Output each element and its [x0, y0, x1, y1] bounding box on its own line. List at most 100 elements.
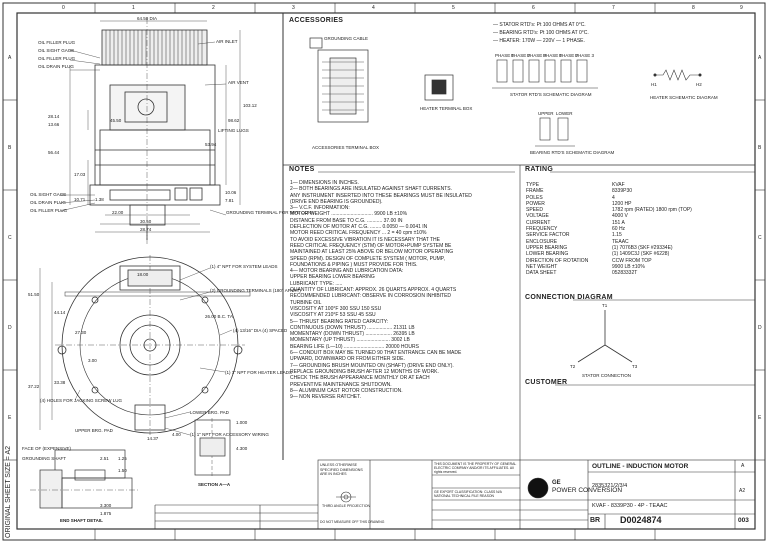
motor-plan-view — [39, 255, 251, 436]
callout-right: (2) GROUNDING TERMINALS (180° APART) — [210, 288, 301, 293]
dim-label: 28.14 — [48, 114, 60, 119]
phase-label: PHASE 3 — [527, 53, 547, 58]
dim-label: 33.38 — [54, 380, 66, 385]
rating-label: ENCLOSURE — [526, 238, 558, 245]
section-a-a-view — [194, 418, 231, 478]
rating-value: KVAF — [612, 182, 625, 188]
note-line: TO AVOID EXCESSIVE VIBRATION IT IS NECES… — [290, 236, 440, 243]
dim-label: 13.66 — [48, 122, 60, 127]
dim-label: 45.50 — [110, 118, 122, 123]
rating-label: NET WEIGHT — [526, 263, 558, 270]
projection-label: THIRD ANGLE PROJECTION — [322, 504, 371, 508]
dim-label: 4.300 — [236, 446, 248, 451]
proprietary-note: THIS DOCUMENT IS THE PROPERTY OF GENERAL… — [434, 462, 517, 474]
rating-value: 8339P30 — [612, 188, 633, 195]
note-line: UPWARD, DOWNWARD OR FROM EITHER SIDE. — [290, 356, 405, 363]
drawing-number: D0024874 — [620, 515, 662, 525]
heater-terminal-h2: H2 — [696, 82, 702, 87]
dim-label: 30.50 — [140, 219, 152, 224]
zone-row-c: C — [8, 235, 12, 241]
title-block — [154, 459, 756, 530]
grounding-shaft-label: GROUNDING SHAFT — [22, 456, 67, 461]
accessory-note: — STATOR RTD's: Pt 100 OHMS AT 0°C. — [493, 22, 586, 28]
callout-left: OIL SIGHT GAGE — [38, 48, 75, 53]
dim-label: 17.03 — [74, 172, 86, 177]
phase-label: PHASE 1 — [543, 53, 563, 58]
zone-col-3: 3 — [292, 5, 295, 11]
rating-value: 4 — [612, 194, 615, 201]
note-line: 7— GROUNDING BRUSH MOUNTED ON (SHAFT) (D… — [290, 362, 454, 369]
dim-label: 7.81 — [225, 198, 234, 203]
dim-overall-height: 103.12 — [243, 103, 257, 108]
note-line: 9— NON REVERSE RATCHET. — [290, 394, 362, 401]
rating-value: 1.15 — [612, 232, 622, 239]
callout-right: (4) 13/16" DIA (4) SPACED — [233, 328, 288, 333]
zone-row-e: E — [8, 415, 12, 421]
rating-label: POLES — [526, 194, 543, 201]
dim-label: 18.00 — [137, 272, 149, 277]
heater-terminal-box — [424, 74, 454, 101]
dim-label: 10.71 — [74, 197, 86, 202]
dim-label: 2.51 — [100, 456, 109, 461]
dim-label: 3.300 — [100, 503, 112, 508]
rating-value: 1782 rpm (RATED) 1800 rpm (TOP) — [612, 207, 692, 214]
terminal-label: T2 — [570, 364, 576, 369]
callout-right: (1) 4" NPT FOR SYSTEM LEADS — [210, 264, 278, 269]
note-line: (DRIVE END BEARING IS GROUNDED). — [290, 198, 383, 205]
note-line: FOUNDATIONS & PIPING ) MUST PROVIDE FOR … — [290, 261, 418, 268]
dim-label: 1.000 — [236, 420, 248, 425]
sheet-size-label: ORIGINAL SHEET SIZE = A2 — [5, 445, 12, 538]
callout-right: (1) 1" NPT FOR HEATER LEADS — [225, 370, 292, 375]
note-line: TURBINE OIL — [290, 299, 322, 306]
rating-values: KVAF 8339P30 4 1200 HP 1782 rpm (RATED) … — [612, 182, 692, 276]
note-line: VISCOSITY AT 210°F 53 SSU 45 SSU — [290, 312, 376, 319]
callout-left: OIL FILLER PLUG — [38, 40, 76, 45]
unless-specified-note: UNLESS OTHERWISE SPECIFIED DIMENSIONS AR… — [320, 463, 363, 476]
callout-right: AIR VENT — [228, 80, 249, 85]
callout-right: (1) 1" NPT FOR ACCESSORY WIRING — [190, 432, 269, 437]
zone-col-8: 8 — [692, 5, 695, 11]
face-label: FACE OF (EXPENSIVE) — [22, 446, 72, 451]
note-line: LUBRICANT TYPE: ..... — [290, 280, 343, 287]
note-line: MOTOR REED CRITICAL FREQUENCY ... 2 = 40… — [290, 230, 427, 237]
rating-value: 151 A — [612, 219, 625, 226]
note-line: QUANTITY OF LUBRICANT: APPROX. 26 QUARTS… — [290, 287, 457, 294]
callout-left: OIL FILLER PLUG — [38, 56, 76, 61]
zone-col-6: 6 — [532, 5, 535, 11]
zone-row-a-right: A — [758, 55, 762, 61]
phase-label: PHASE 2 — [511, 53, 531, 58]
end-shaft-detail — [30, 449, 140, 509]
division-name: POWER CONVERSION — [552, 487, 623, 494]
export-note: GE EXPORT CLASSIFICATION: CLASS N/A NATI… — [434, 490, 502, 498]
note-line: PREVENTIVE MAINTENANCE SHUTDOWN. — [290, 381, 392, 388]
rating-value: 9900 LB ±10% — [612, 263, 645, 270]
dim-label: 26.00 B.C. TA — [205, 314, 233, 319]
note-line: 6— CONDUIT BOX MAY BE TURNED 90 THAT ENT… — [290, 350, 462, 357]
note-line: 8— ALUMINUM CAST ROTOR CONSTRUCTION. — [290, 387, 403, 394]
zone-row-c-right: C — [758, 235, 762, 241]
rating-value: CCW FROM TOP — [612, 257, 652, 264]
phase-label: PHASE 3 — [575, 53, 595, 58]
dim-label: 51.50 — [28, 292, 40, 297]
phase-label: PHASE 1 — [495, 53, 515, 58]
bearing-rtd-schematic — [535, 117, 575, 147]
dim-label: 10.06 — [225, 190, 237, 195]
sheet-size: A2 — [739, 488, 746, 494]
rating-value: (1) 1409C3J (SKF #6228) — [612, 251, 670, 258]
rating-label: VOLTAGE — [526, 213, 549, 220]
notes-title: NOTES — [289, 166, 315, 173]
note-line: REED CRITICAL FREQUENCY (STM) OF MOTOR+P… — [290, 242, 452, 249]
stator-rtd-label: STATOR RTD'S SCHEMATIC DIAGRAM — [510, 92, 592, 97]
heater-terminal-h1: H1 — [651, 82, 657, 87]
callout-right: GROUNDING TERMINAL FOR WYE CONN. — [226, 210, 316, 215]
zone-row-d: D — [8, 325, 12, 331]
zone-col-9: 9 — [740, 5, 743, 11]
drawing-title: OUTLINE - INDUCTION MOTOR — [592, 463, 689, 470]
accessories-terminal-box — [309, 37, 369, 123]
callout-left: OIL FILLER PLUG — [30, 208, 68, 213]
note-line: 2— BOTH BEARINGS ARE INSULATED AGAINST S… — [290, 186, 452, 193]
rating-label: DIRECTION OF ROTATION — [526, 257, 589, 264]
revision: A — [741, 463, 745, 469]
dim-label: 37.22 — [28, 384, 40, 389]
zone-row-a: A — [8, 55, 12, 61]
